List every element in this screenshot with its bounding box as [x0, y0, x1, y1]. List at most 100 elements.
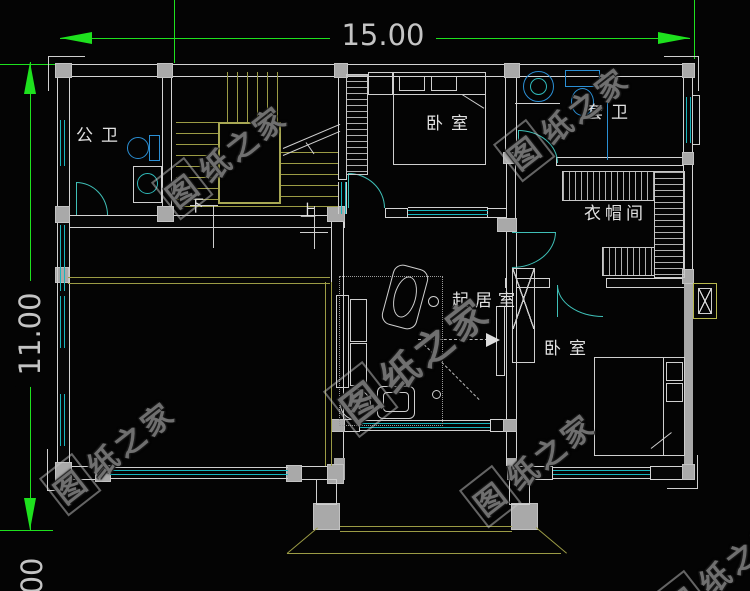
door-arc: [512, 232, 556, 268]
wall: [385, 208, 408, 218]
washbasin-counter: [133, 166, 162, 203]
toilet-fixture: [571, 88, 594, 116]
porch-terrace-line: [287, 553, 561, 554]
flue-shaft: [693, 283, 717, 319]
sofa-cushion: [350, 299, 367, 342]
shower-divider-line: [607, 74, 608, 160]
column: [55, 206, 70, 223]
toilet-tank: [149, 135, 160, 161]
sink-fixture: [523, 71, 554, 102]
wardrobe: [654, 171, 685, 278]
wall: [684, 276, 693, 480]
column: [157, 206, 174, 222]
door-leaf: [557, 285, 558, 317]
porch-post: [511, 503, 538, 530]
rug: [339, 276, 443, 426]
stair-edge-line: [176, 206, 338, 207]
flue-cross: [698, 288, 712, 314]
eave-corner-bracket: [667, 455, 698, 489]
sight-arrow-icon: [486, 333, 500, 347]
stair-leader-line: [213, 205, 214, 248]
window: [57, 394, 70, 446]
cabinet: [512, 268, 535, 363]
watermark-rest: 纸之家: [693, 512, 750, 591]
room-label-bedroom-top: 卧室: [426, 114, 476, 134]
dimension-top-label: 15.00: [330, 19, 436, 52]
column: [55, 462, 72, 481]
column: [334, 63, 348, 78]
window: [57, 225, 70, 291]
dimension-arrow-up-icon: [24, 62, 36, 94]
side-table: [428, 296, 439, 307]
dimension-left-label: 11.00: [13, 280, 47, 387]
porch-post: [313, 503, 340, 530]
toilet-fixture: [127, 137, 149, 159]
porch-step-outline: [509, 479, 530, 505]
column: [682, 464, 695, 480]
side-table: [432, 390, 441, 399]
door-leaf: [76, 182, 77, 215]
eave-corner-bracket: [47, 449, 84, 491]
door-leaf: [348, 173, 349, 208]
door-leaf: [512, 232, 556, 233]
column: [286, 465, 302, 482]
column: [503, 152, 517, 164]
cabinet-cross: [513, 269, 534, 329]
eave-corner-bracket: [48, 56, 85, 91]
bed-headboard-line: [393, 94, 486, 95]
wall-stub: [507, 458, 517, 480]
nightstand: [368, 72, 393, 95]
dimension-witness-line: [174, 0, 175, 63]
sight-line: [418, 339, 488, 340]
room-label-public-bath: 公卫: [76, 126, 126, 146]
dimension-witness-line: [0, 530, 53, 531]
armchair: [377, 386, 415, 419]
porch-terrace-diagonal: [286, 527, 318, 554]
window: [683, 97, 693, 143]
porch-terrace-diagonal: [535, 527, 567, 554]
stair-up-label: 上: [300, 201, 317, 220]
stair-leader-line: [314, 206, 315, 249]
door-arc: [348, 173, 385, 208]
room-label-bedroom-right: 卧室: [544, 339, 594, 359]
toilet-tank: [565, 70, 600, 87]
dimension-arrow-right-icon: [658, 32, 690, 44]
column: [682, 63, 695, 78]
sink-inner: [530, 78, 547, 95]
window: [408, 207, 488, 218]
stair-treads-right: [281, 152, 338, 207]
wardrobe: [562, 171, 655, 201]
window: [57, 296, 70, 348]
eave-corner-bracket: [664, 56, 699, 91]
window: [57, 120, 70, 166]
pillow: [666, 383, 683, 402]
dimension-arrow-left-icon: [60, 32, 92, 44]
room-label-ensuite-bath: 套卫: [586, 103, 636, 123]
pillow: [399, 76, 425, 91]
stair-treads-left: [176, 122, 218, 207]
wardrobe: [602, 247, 655, 276]
window: [338, 182, 347, 214]
column: [55, 63, 72, 78]
eave-line: [325, 282, 332, 466]
bed: [393, 72, 486, 165]
plant-leaves: [346, 395, 365, 414]
counter-line: [515, 103, 560, 104]
door-arc: [76, 182, 108, 215]
wall: [556, 157, 688, 166]
column: [157, 63, 173, 78]
door-arc: [557, 285, 603, 317]
armchair-cushion: [383, 392, 409, 412]
stair-leader-line: [190, 205, 218, 206]
potted-plant: [340, 389, 371, 420]
window: [110, 467, 288, 479]
pillow: [431, 76, 457, 91]
dimension-witness-line: [694, 0, 695, 59]
stair-landing: [218, 122, 281, 204]
sofa-back: [336, 295, 349, 388]
wall: [606, 278, 688, 288]
porch-beam-line: [340, 526, 512, 532]
eave-line: [68, 277, 330, 284]
window: [553, 467, 650, 479]
